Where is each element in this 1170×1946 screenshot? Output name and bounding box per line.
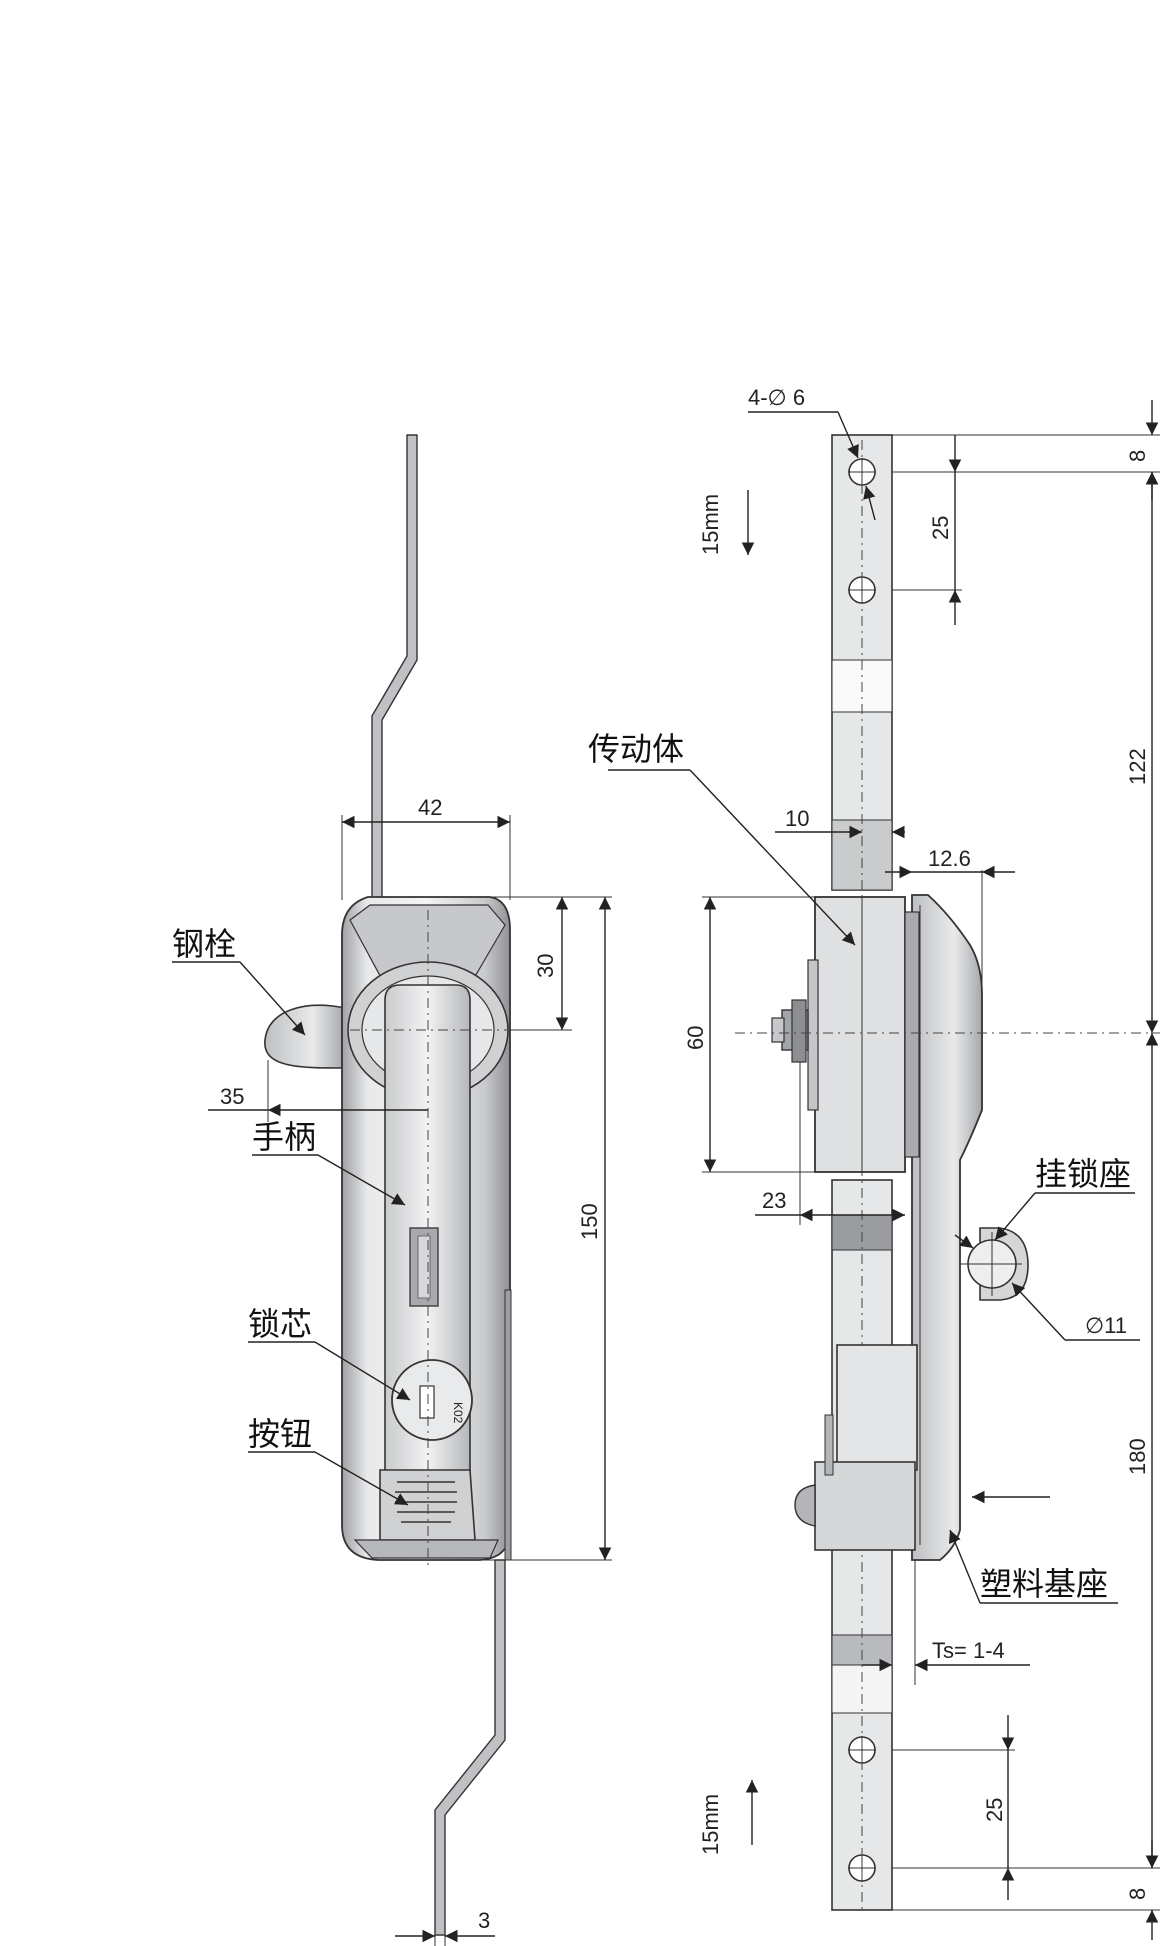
transmission-body xyxy=(814,896,906,1173)
label-bolt: 钢栓 xyxy=(172,925,236,963)
label-transmission-leader xyxy=(689,769,856,946)
dim-11-leader xyxy=(1011,1282,1066,1341)
dim-35: 35 xyxy=(220,1084,244,1109)
dim-10: 10 xyxy=(785,806,809,831)
label-transmission: 传动体 xyxy=(588,730,684,768)
travel-bottom: 15mm xyxy=(698,1794,723,1855)
label-bolt-leader xyxy=(239,961,306,1036)
lower-knob xyxy=(794,1484,816,1527)
label-lock-core: 锁芯 xyxy=(248,1305,312,1343)
label-lock-core-leader xyxy=(314,1341,411,1401)
dim-30: 30 xyxy=(533,954,558,978)
nut-screw xyxy=(771,999,809,1063)
label-handle: 手柄 xyxy=(252,1118,316,1156)
lower-housing xyxy=(814,1461,916,1551)
dim-60: 60 xyxy=(683,1026,708,1050)
dim-8-bottom: 8 xyxy=(1125,1888,1150,1900)
label-padlock-seat-leader xyxy=(994,1192,1036,1241)
dim-3: 3 xyxy=(478,1908,490,1933)
key-slot xyxy=(419,1385,435,1419)
label-button-leader xyxy=(314,1451,409,1506)
label-plastic-base: 塑料基座 xyxy=(980,1565,1108,1603)
dim-25-top: 25 xyxy=(928,516,953,540)
padlock-seat xyxy=(960,1227,1029,1301)
label-plastic-base-leader xyxy=(948,1529,981,1604)
lower-block xyxy=(836,1344,918,1471)
body-side-edge xyxy=(504,1289,512,1561)
upper-rod xyxy=(371,434,418,903)
lower-rod xyxy=(434,1559,506,1936)
hole-spec-leader-b xyxy=(863,485,876,521)
dim-180: 180 xyxy=(1125,1438,1150,1475)
dim-11-leader-b xyxy=(954,1234,974,1249)
dim-ts: Ts= 1-4 xyxy=(932,1638,1005,1663)
handle-slot-inner xyxy=(417,1235,431,1299)
label-padlock-seat: 挂锁座 xyxy=(1035,1155,1131,1193)
transmission-plate xyxy=(807,959,819,1111)
dim-hole-spec: 4-∅ 6 xyxy=(748,385,805,410)
dim-42: 42 xyxy=(418,795,442,820)
dim-25-bottom: 25 xyxy=(982,1798,1007,1822)
travel-top: 15mm xyxy=(698,494,723,555)
dim-12-6: 12.6 xyxy=(928,846,971,871)
label-handle-leader xyxy=(317,1154,406,1206)
dim-122: 122 xyxy=(1125,748,1150,785)
body-bottom xyxy=(353,1539,499,1559)
hole-4 xyxy=(848,1854,876,1882)
dim-23: 23 xyxy=(762,1188,786,1213)
plastic-base xyxy=(911,894,983,1561)
label-button: 按钮 xyxy=(248,1415,312,1453)
side-view: 8 25 122 180 8 25 4-∅ 6 15mm 15mm 10 xyxy=(588,385,1160,1940)
key-code: K02 xyxy=(451,1402,465,1424)
hole-spec-leader-a xyxy=(837,411,859,459)
bolt-tab xyxy=(264,1004,346,1069)
dim-11: ∅11 xyxy=(1085,1313,1127,1338)
dim-150: 150 xyxy=(577,1203,602,1240)
lower-block-tab xyxy=(824,1414,834,1476)
transmission-spacer xyxy=(904,911,920,1158)
button-grip xyxy=(395,1481,457,1523)
front-view: K02 42 30 150 35 xyxy=(172,434,612,1946)
dim-8-top: 8 xyxy=(1125,450,1150,462)
